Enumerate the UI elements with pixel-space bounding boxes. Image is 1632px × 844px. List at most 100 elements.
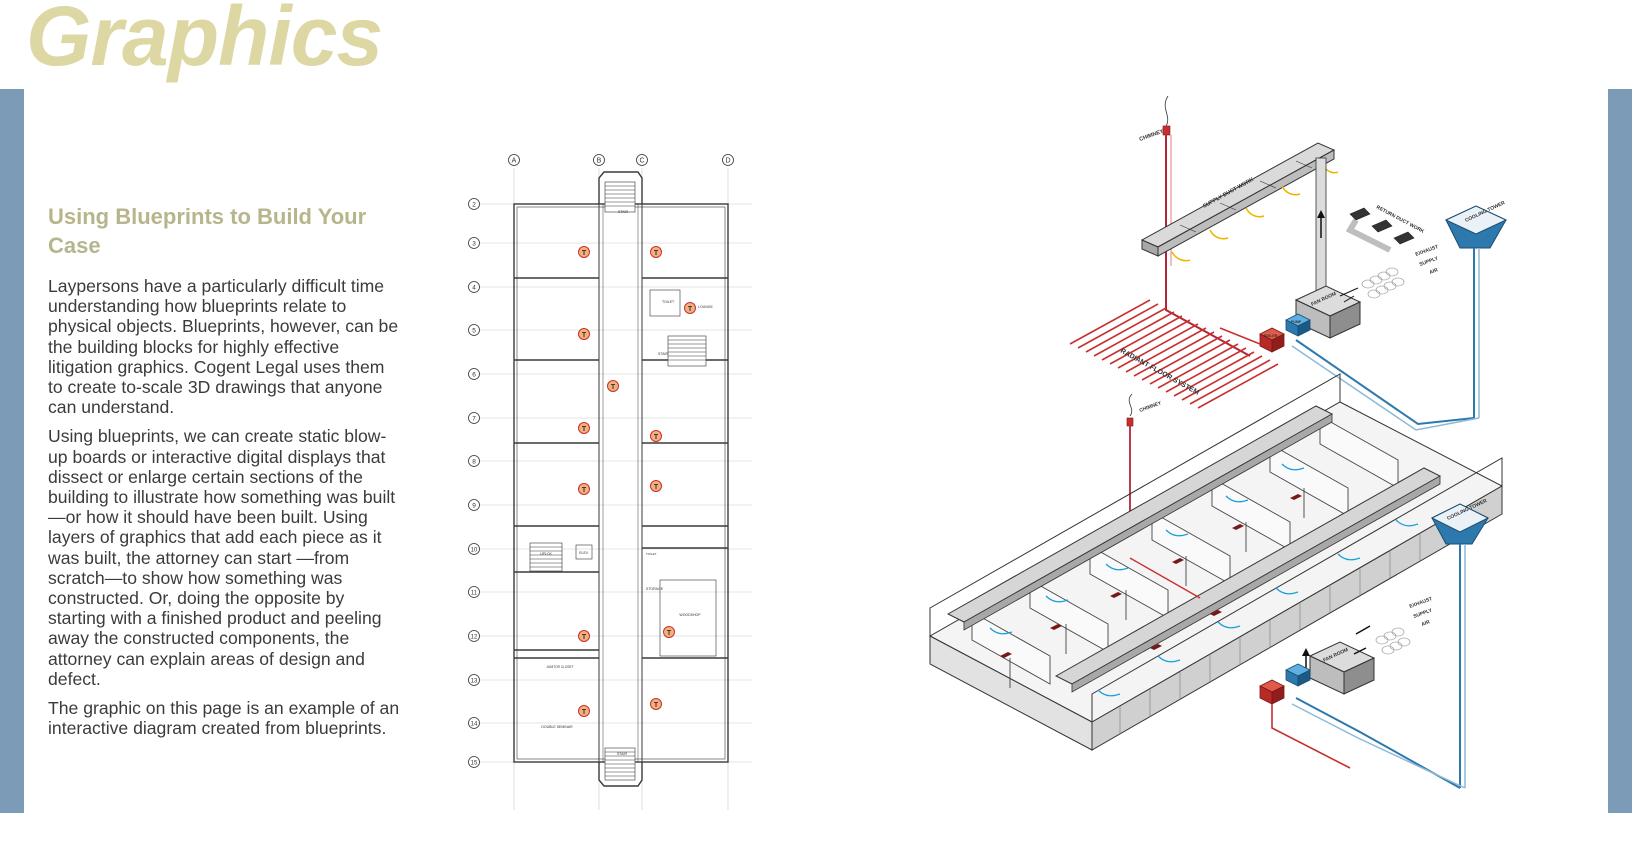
svg-text:T: T [582,634,587,641]
page-title: Graphics [26,0,383,83]
upper-hvac-system: CHIMNEY SUPPLY DUCT WORK [1069,95,1508,431]
grid-row-8: 8 [472,459,476,466]
label-upper-left: UPLCK [540,552,552,556]
column-grid-markers: A B C D [508,154,734,166]
upper-air-label: AIR [1429,267,1440,276]
label-double-seminar: DOUBLE SEMINAR [541,725,573,729]
lower-chimney-label: CHIMNEY [1139,400,1163,414]
front-wall-ribs [1119,516,1451,734]
floorplan-blueprint: A B C D 2 3 4 5 6 7 8 9 10 11 12 13 14 1… [468,154,752,810]
label-toilet: TOILET [662,300,675,304]
left-side-bar [0,89,24,813]
grid-row-12: 12 [471,635,478,641]
svg-text:T: T [654,702,659,709]
thermostat-icon: T [684,302,696,314]
grid-row-3: 3 [472,241,476,248]
supply-air-arrows [1171,163,1339,262]
svg-text:T: T [582,250,587,257]
grid-row-13: 13 [471,679,478,685]
label-elev: ELEV. [579,551,589,555]
cooling-tower-lower: COOLING TOWER [1430,498,1490,545]
article-paragraph-3: The graphic on this page is an example o… [48,698,400,739]
row-grid-markers: 2 3 4 5 6 7 8 9 10 11 12 13 14 15 [468,198,480,768]
grid-row-7: 7 [472,416,476,423]
floorplan-room-labels: STAIR TOILET LOUNGE STAIR UPLCK ELEV. TO… [540,210,713,756]
thermostat-icon: T [607,380,619,392]
supply-duct [1140,142,1336,257]
fan-room-lower: FAN ROOM [1308,641,1376,695]
label-janitor: JANITOR CLOSET [546,665,573,669]
svg-text:T: T [654,484,659,491]
label-woodshop: WOODSHOP [679,613,701,617]
grid-col-c: C [639,158,644,165]
return-duct-grates [1345,207,1415,253]
lower-air-label: AIR [1421,619,1432,628]
floor-registers [1000,494,1302,658]
grid-row-6: 6 [472,372,476,379]
svg-text:T: T [611,384,616,391]
label-lounge: LOUNGE [698,305,713,309]
building-walls [513,171,729,787]
thermostat-icon: T [578,705,590,717]
grid-col-b: B [597,158,602,165]
svg-text:T: T [667,630,672,637]
right-side-bar [1608,89,1632,813]
cooling-tower-upper: COOLING TOWER [1444,200,1508,249]
thermostat-icon: T [578,328,590,340]
svg-text:T: T [582,426,587,433]
grid-row-4: 4 [472,285,476,292]
air-coils-lower [1375,627,1411,655]
label-storage: STORAGE [646,587,664,591]
thermostat-icon: T [578,630,590,642]
thermostat-icon: T [578,422,590,434]
lower-pump-unit [1285,663,1311,687]
thermostat-icon: T [650,698,662,710]
thermostat-icon: T [578,483,590,495]
boiler-unit: BOILER [1259,327,1285,353]
grid-row-9: 9 [472,503,476,510]
grid-col-d: D [725,158,730,165]
fan-room-upper: FAN ROOM [1294,285,1362,339]
thermostat-icon: T [650,480,662,492]
lower-supply-label: SUPPLY [1413,607,1434,620]
grid-row-14: 14 [471,722,478,728]
article-heading: Using Blueprints to Build Your Case [48,204,367,258]
svg-text:T: T [654,434,659,441]
radiant-floor-coils [1069,299,1279,409]
thermostat-icon: T [578,246,590,258]
svg-text:T: T [654,250,659,257]
floorplan-stairs [529,181,717,781]
article-paragraph-2: Using blueprints, we can create static b… [48,426,396,689]
boiler-label: BOILER [1264,334,1278,338]
label-stair-top: STAIR [618,210,629,214]
svg-text:T: T [582,487,587,494]
article-paragraph-1: Laypersons have a particularly difficult… [48,276,399,418]
grid-col-a: A [512,158,517,165]
room-air-arrows [989,463,1419,697]
thermostat-markers: T T T T T T T T T T T T T [578,246,696,717]
thermostat-icon: T [650,430,662,442]
label-stair-bottom: STAIR [617,752,628,756]
grid-row-11: 11 [471,591,478,597]
svg-text:T: T [582,709,587,716]
svg-text:T: T [582,332,587,339]
chimney-icon [1126,417,1134,427]
isometric-hvac-diagram: CHIMNEY SUPPLY DUCT WORK [928,95,1508,789]
thermostat-icon: T [650,246,662,258]
article: Using Blueprints to Build Your Case Layp… [48,202,400,747]
lower-supply-ducts [946,405,1442,693]
label-stair-mid: STAIR [658,352,669,356]
label-toilet-2: TOILET [646,552,657,556]
pump-unit: PUMP [1285,313,1311,337]
svg-text:T: T [688,306,693,313]
air-coils-upper [1361,267,1405,299]
grid-row-15: 15 [471,761,478,767]
upper-supply-label: SUPPLY [1419,255,1440,268]
thermostat-icon: T [663,626,675,638]
pump-label: PUMP [1291,320,1302,324]
grid-row-5: 5 [472,328,476,335]
lower-building-system: CHIMNEY [928,373,1504,789]
upper-chimney-label: CHIMNEY [1139,128,1165,142]
grid-row-10: 10 [471,548,478,554]
grid-row-2: 2 [472,202,476,209]
